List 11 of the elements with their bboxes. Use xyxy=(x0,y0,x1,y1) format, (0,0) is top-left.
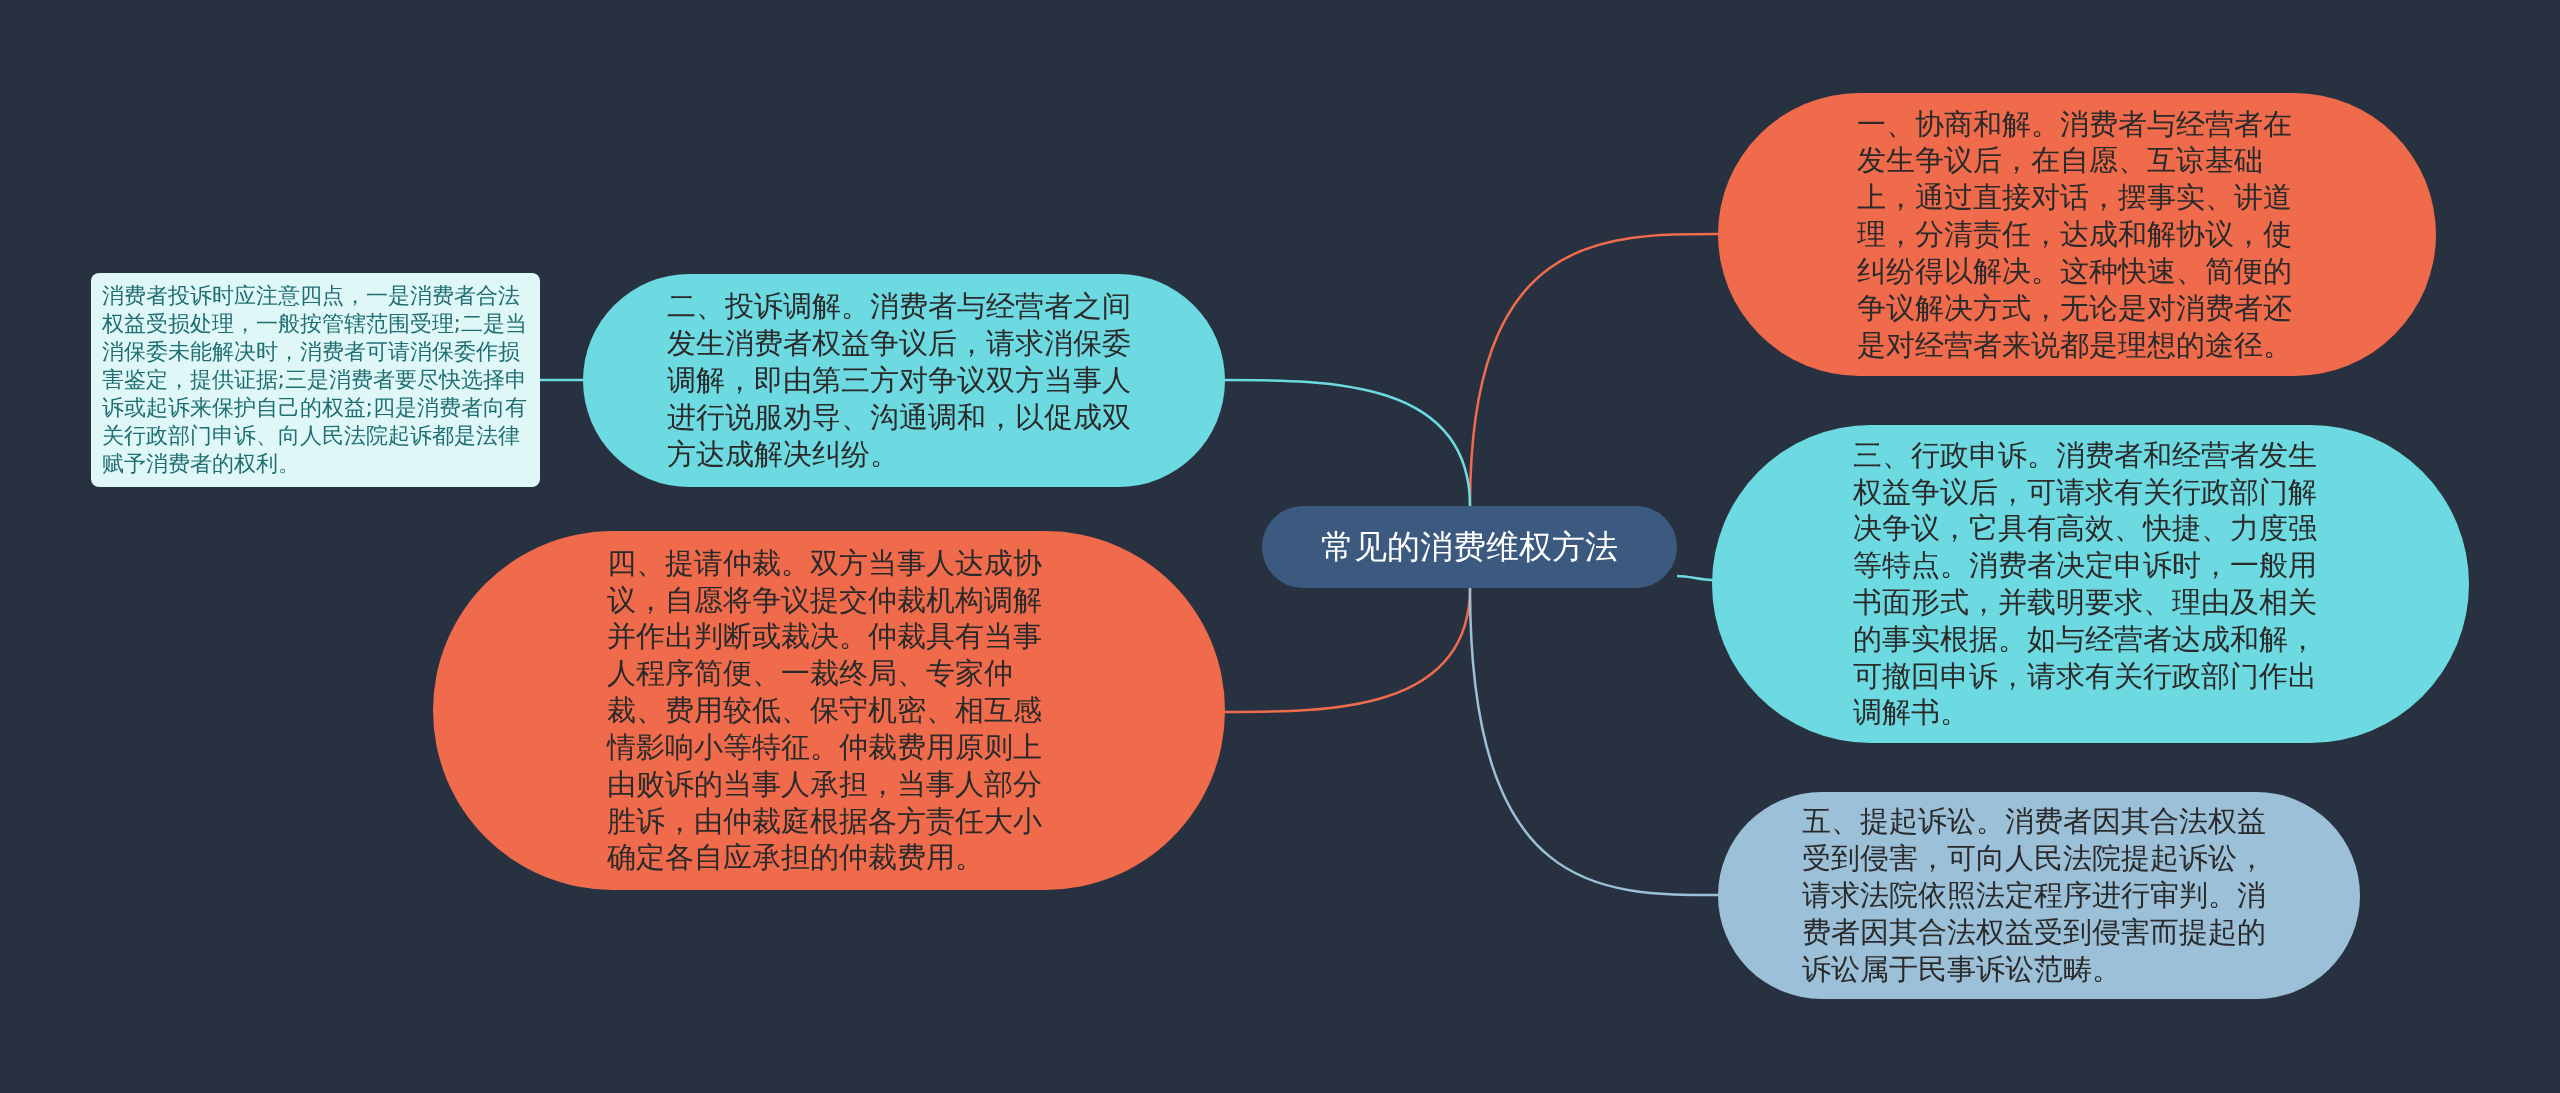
branch-text: 一、协商和解。消费者与经营者在发生争议后，在自愿、互谅基础上，通过直接对话，摆事实、讲道理，分清责任，达成和解协议，使纠纷得以解决。这种快速、简便的争议解决方式，无论是对消费者还是对经营者来说都是理想的途径。 xyxy=(1857,105,2293,364)
connector-line xyxy=(1225,378,1472,507)
branch-text: 二、投诉调解。消费者与经营者之间发生消费者权益争议后，请求消保委调解，即由第三方对争议双方当事人进行说服劝导、沟通调和，以促成双方达成解决纠纷。 xyxy=(666,288,1132,473)
connector-line xyxy=(1676,574,1714,582)
branch-text: 四、提请仲裁。双方当事人达成协议，自愿将争议提交仲裁机构调解并作出判断或裁决。仲裁具有当事人程序简便、一裁终局、专家仲裁、费用较低、保守机密、相互感情影响小等特征。仲裁费用原则上由败诉的当事人承担，当事人部分胜诉，由仲裁庭根据各方责任大小确定各自应承担的仲裁费用。 xyxy=(606,544,1043,877)
topic-text: 常见的消费维权方法 xyxy=(1320,526,1619,568)
connector-line xyxy=(540,378,583,382)
branch-text: 五、提起诉讼。消费者因其合法权益受到侵害，可向人民法院提起诉讼，请求法院依照法定程序进行审判。消费者因其合法权益受到侵害而提起的诉讼属于民事诉讼范畴。 xyxy=(1801,803,2267,988)
branch-text: 三、行政申诉。消费者和经营者发生权益争议后，可请求有关行政部门解决争议，它具有高效、快捷、力度强等特点。消费者决定申诉时，一般用书面形式，并载明要求、理由及相关的事实根据。如与经营者达成和解，可撤回申诉，请求有关行政部门作出调解书。 xyxy=(1853,436,2318,732)
connector-line xyxy=(1468,587,1718,897)
branch-text: 消费者投诉时应注意四点，一是消费者合法权益受损处理，一般按管辖范围受理;二是当消保委未能解决时，消费者可请消保委作损害鉴定，提供证据;三是消费者要尽快选择申诉或起诉来保护自己的权益;四是消费者向有关行政部门申诉、向人民法院起诉都是法律赋予消费者的权利。 xyxy=(101,282,528,478)
